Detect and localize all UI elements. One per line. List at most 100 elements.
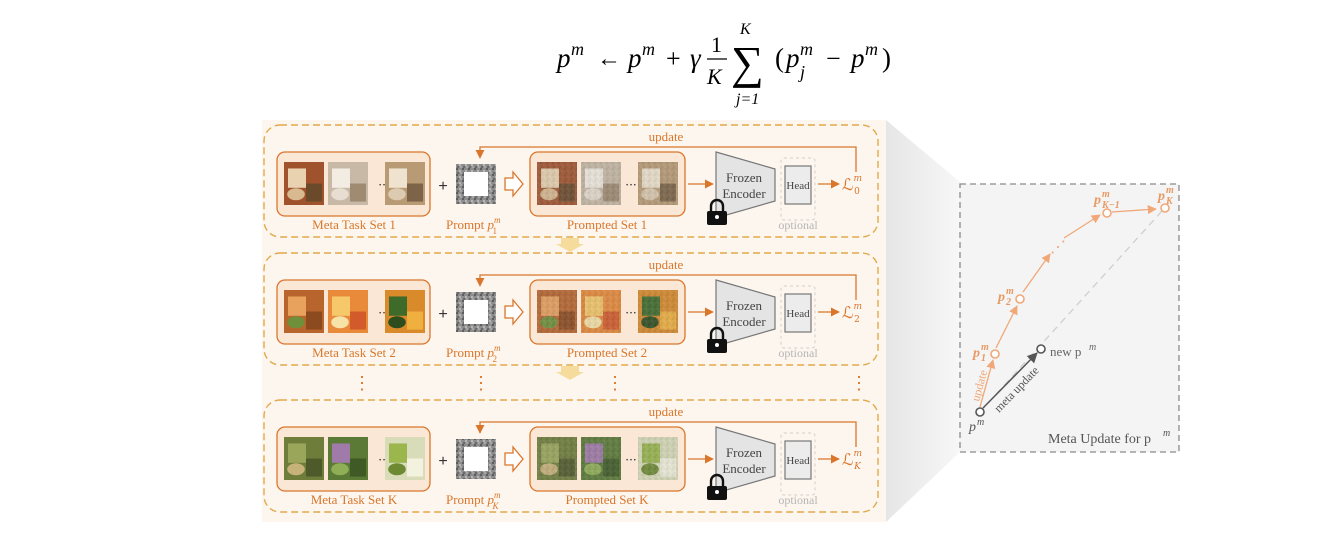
- prompted-image-1: [537, 290, 577, 333]
- update-label: update: [649, 404, 684, 419]
- formula-sum: ∑: [731, 37, 764, 88]
- prompted-ellipsis: ···: [625, 306, 636, 320]
- update-arrow: [475, 274, 857, 300]
- inset-label-p1-sub: 1: [981, 353, 986, 364]
- prompted-image-2: [581, 162, 621, 205]
- task-ellipsis: ···: [378, 178, 389, 192]
- lock-icon: [707, 198, 727, 225]
- inset-connector: [886, 120, 960, 522]
- inset-label-p2: p: [997, 290, 1005, 305]
- vdots-task: ⋮: [353, 373, 371, 393]
- hollow-arrow-icon: [504, 445, 524, 473]
- inset-label-pk1-sup: m: [1102, 189, 1110, 200]
- optional-label: optional: [778, 493, 818, 507]
- encoder-label-2: Encoder: [722, 314, 766, 329]
- inset-label-pk1-sub: K−1: [1101, 200, 1120, 211]
- encoder-label-2: Encoder: [722, 186, 766, 201]
- formula-frac-den: K: [706, 64, 723, 89]
- inset-label-pk1: p: [1093, 193, 1101, 208]
- inset-step-3: [1063, 214, 1101, 239]
- row-transition-arrow: [556, 366, 584, 380]
- optional-label: optional: [778, 218, 818, 232]
- meta-task-set-label: Meta Task Set 2: [312, 345, 396, 360]
- inset-label-p2-sup: m: [1006, 286, 1014, 297]
- formula-rhs-p-sup: m: [642, 39, 655, 59]
- inset-step-1: [995, 305, 1018, 349]
- plus-sign: +: [438, 178, 447, 195]
- formula-paren-close: ): [882, 43, 891, 73]
- formula-gamma: γ: [690, 43, 702, 73]
- prompted-set-label: Prompted Set 1: [567, 217, 647, 232]
- hollow-arrow-icon: [504, 170, 524, 198]
- meta-update-inset: ⋰ p m p m 1 p m 2 p m K−1 p m K new p: [959, 183, 1180, 453]
- lock-icon: [707, 473, 727, 500]
- task-ellipsis: ···: [378, 306, 389, 320]
- formula-minus: −: [826, 44, 841, 73]
- formula-sum-top: K: [739, 21, 752, 38]
- prompt-center: [464, 300, 488, 324]
- prompt-center: [464, 172, 488, 196]
- prompted-image-2: [581, 290, 621, 333]
- inset-label-p1: p: [972, 346, 980, 361]
- inset-node-new: [1036, 344, 1046, 354]
- prompted-ellipsis: ···: [625, 453, 636, 467]
- inset-title: Meta Update for p: [1048, 432, 1151, 447]
- optional-frame: [780, 285, 816, 349]
- vdots-prompted: ⋮: [606, 373, 624, 393]
- inset-node-pk: [1160, 203, 1170, 213]
- optional-label: optional: [778, 346, 818, 360]
- prompted-image-1: [537, 437, 577, 480]
- plus-sign: +: [438, 306, 447, 323]
- encoder-label-1: Frozen: [726, 298, 763, 313]
- hollow-arrow-icon: [504, 298, 524, 326]
- task-image-1: [284, 162, 324, 205]
- encoder-label-1: Frozen: [726, 445, 763, 460]
- meta-update-formula: p m ← p m + γ 1 K K ∑ j=1 ( p m j − p m …: [555, 21, 891, 108]
- inset-direction-line: [979, 210, 1163, 413]
- frozen-encoder: [715, 151, 776, 219]
- inset-node-pk1: [1102, 208, 1112, 218]
- formula-pj: p: [784, 43, 800, 73]
- prompt-center: [464, 447, 488, 471]
- head-box: [784, 293, 812, 333]
- update-label: update: [649, 257, 684, 272]
- formula-lhs-sup: m: [571, 39, 584, 59]
- prompted-image-3: [638, 437, 678, 480]
- optional-frame: [780, 157, 816, 221]
- head-label: Head: [786, 455, 810, 467]
- frozen-encoder: [715, 279, 776, 347]
- encoder-label-1: Frozen: [726, 170, 763, 185]
- head-box: [784, 440, 812, 480]
- prompted-set-label: Prompted Set 2: [567, 345, 647, 360]
- formula-arrow: ←: [597, 46, 621, 72]
- prompted-image-3: [638, 290, 678, 333]
- optional-frame: [780, 432, 816, 496]
- formula-lhs: p: [555, 43, 571, 73]
- inset-title-sup: m: [1163, 428, 1170, 439]
- plus-sign: +: [438, 453, 447, 470]
- inset-label-pk: p: [1157, 189, 1165, 204]
- vdots-loss: ⋮: [850, 373, 868, 393]
- formula-p-end-sup: m: [865, 39, 878, 59]
- head-label: Head: [786, 308, 810, 320]
- task-image-2: [328, 437, 368, 480]
- task-image-3: [385, 162, 425, 205]
- inset-label-p2-sub: 2: [1005, 297, 1011, 308]
- formula-plus: +: [666, 44, 681, 73]
- inset-label-start: p: [968, 420, 976, 435]
- task-ellipsis: ···: [378, 453, 389, 467]
- formula-p-end: p: [849, 43, 865, 73]
- inset-label-new-sup: m: [1089, 342, 1096, 353]
- inset-label-p1-sup: m: [981, 342, 989, 353]
- inset-step-4: [1111, 205, 1157, 215]
- prompted-image-3: [638, 162, 678, 205]
- update-arrow: [475, 146, 857, 172]
